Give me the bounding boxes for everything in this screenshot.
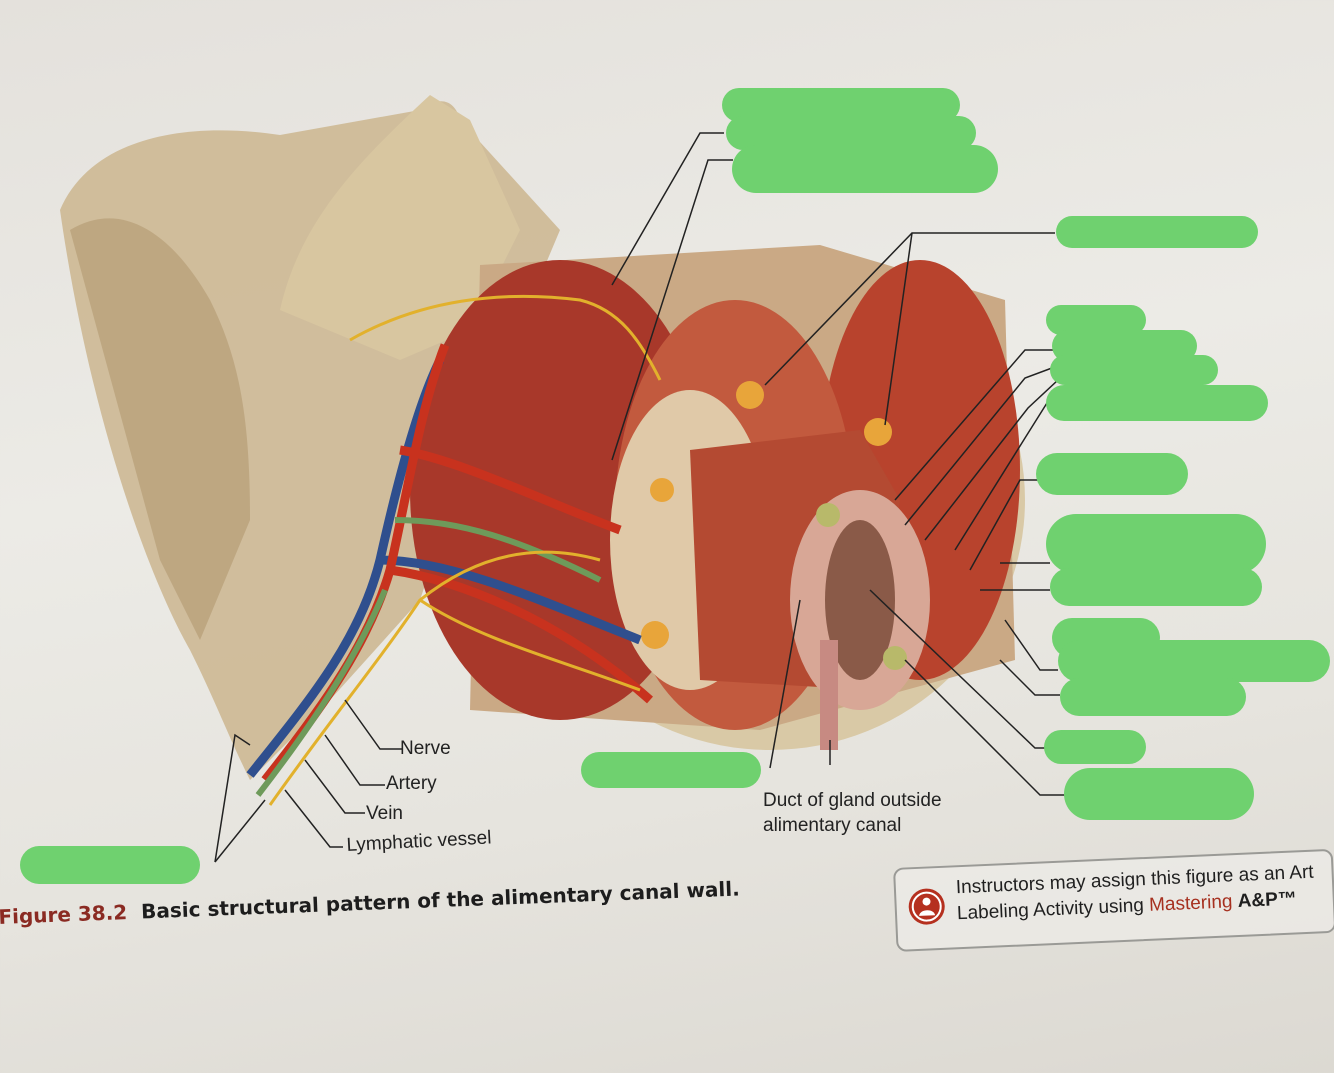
mesentery-fold	[280, 95, 520, 360]
duct-line-1: Duct of gland outside	[763, 790, 942, 811]
redacted-label	[1050, 355, 1218, 385]
redacted-label	[726, 116, 976, 150]
leader-lines	[214, 132, 1065, 863]
note-text: Instructors may assign this figure as an…	[955, 860, 1315, 928]
figure-number: Figure 38.2	[0, 900, 128, 929]
lymph-nodule	[816, 503, 840, 527]
lymph-nodule	[883, 646, 907, 670]
vein-path	[246, 357, 642, 778]
note-brand: Mastering	[1148, 891, 1233, 916]
label-nerve: Nerve	[400, 738, 451, 759]
lumen	[825, 520, 895, 680]
instructor-icon	[907, 887, 946, 926]
redacted-label	[1056, 216, 1258, 248]
redacted-label	[1058, 640, 1330, 682]
redacted-label	[581, 752, 761, 788]
nerve-path	[268, 294, 662, 806]
redacted-label	[20, 846, 200, 884]
note-brand-suffix: A&P™	[1237, 888, 1298, 912]
redacted-label	[1036, 453, 1188, 495]
gland	[864, 418, 892, 446]
instructor-note: Instructors may assign this figure as an…	[893, 848, 1334, 952]
redacted-label	[1046, 514, 1266, 574]
gland	[650, 478, 674, 502]
lymph-path	[255, 517, 602, 797]
gland-duct	[820, 640, 838, 750]
label-artery: Artery	[386, 773, 437, 794]
gland	[736, 381, 764, 409]
redacted-label	[1060, 678, 1246, 716]
label-duct-of-gland: Duct of gland outside alimentary canal	[763, 788, 942, 838]
mesentery-shadow	[70, 218, 250, 640]
gland	[641, 621, 669, 649]
duct-line-2: alimentary canal	[763, 815, 902, 836]
note-line-2-prefix: Labeling Activity using	[956, 894, 1150, 925]
redacted-label	[1046, 385, 1268, 421]
label-vein: Vein	[366, 803, 403, 824]
redacted-label	[732, 145, 998, 193]
redacted-label	[1044, 730, 1146, 764]
redacted-label	[1050, 568, 1262, 606]
redacted-label	[1064, 768, 1254, 820]
